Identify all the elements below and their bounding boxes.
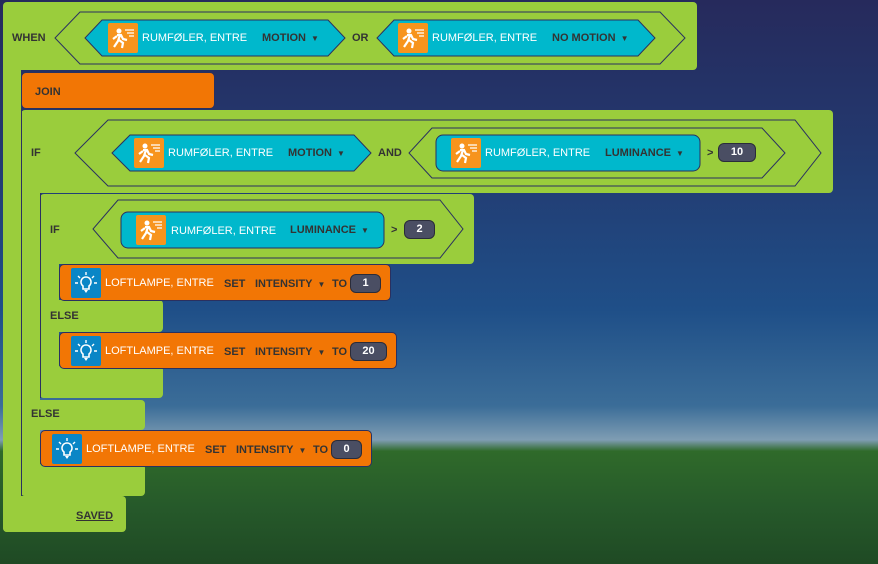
lightbulb-icon	[52, 434, 82, 464]
caret-down-icon: ▼	[317, 348, 326, 357]
join-label: JOIN	[35, 86, 61, 98]
intensity-dropdown[interactable]: INTENSITY ▼	[255, 278, 325, 290]
property-label: LUMINANCE	[605, 147, 671, 159]
intensity-value-input[interactable]: 1	[350, 274, 381, 293]
luminance-value-input[interactable]: 10	[718, 143, 756, 162]
if-condition-outline	[74, 119, 822, 187]
saved-status-link[interactable]: SAVED	[76, 510, 114, 522]
property-label: MOTION	[262, 32, 306, 44]
caret-down-icon: ▼	[337, 149, 345, 158]
or-label: OR	[352, 32, 369, 44]
if-condition-2-property-dropdown[interactable]: LUMINANCE ▼	[605, 147, 684, 159]
to-label: TO	[313, 444, 329, 456]
when-condition-2-pill	[376, 19, 656, 57]
divider	[40, 193, 41, 398]
caret-down-icon: ▼	[361, 226, 369, 235]
if-label: IF	[31, 147, 41, 159]
property-label: NO MOTION	[552, 32, 616, 44]
when-block-footer	[3, 496, 126, 532]
and-label: AND	[378, 147, 402, 159]
operator-label: >	[391, 224, 398, 236]
lightbulb-icon	[71, 268, 101, 298]
property-label: INTENSITY	[255, 346, 313, 358]
operator-label: >	[707, 147, 714, 159]
if-condition-1-device: RUMFØLER, ENTRE	[168, 147, 274, 159]
inner-else-label: ELSE	[50, 310, 79, 322]
when-condition-outline	[54, 11, 686, 65]
set-label: SET	[224, 278, 246, 290]
property-label: LUMINANCE	[290, 224, 356, 236]
intensity-dropdown[interactable]: INTENSITY ▼	[236, 444, 306, 456]
else-block	[21, 400, 145, 430]
set-label: SET	[205, 444, 227, 456]
intensity-value-input[interactable]: 0	[331, 440, 362, 459]
luminance-value-input[interactable]: 2	[404, 220, 435, 239]
set-intensity-action[interactable]	[59, 332, 397, 369]
inner-if-label: IF	[50, 224, 60, 236]
property-label: MOTION	[288, 147, 332, 159]
action-device: LOFTLAMPE, ENTRE	[105, 345, 214, 357]
inner-if-condition-pill	[120, 211, 385, 249]
inner-if-condition-property-dropdown[interactable]: LUMINANCE ▼	[290, 224, 369, 236]
property-label: INTENSITY	[255, 278, 313, 290]
lightbulb-icon	[71, 336, 101, 366]
caret-down-icon: ▼	[676, 149, 684, 158]
motion-sensor-icon	[398, 23, 428, 53]
to-label: TO	[332, 346, 348, 358]
caret-down-icon: ▼	[311, 34, 319, 43]
caret-down-icon: ▼	[317, 280, 326, 289]
inner-else-block	[40, 300, 163, 332]
if-condition-2-device: RUMFØLER, ENTRE	[485, 147, 591, 159]
join-block[interactable]	[21, 72, 215, 109]
set-label: SET	[224, 346, 246, 358]
set-intensity-action[interactable]	[40, 430, 372, 467]
else-label: ELSE	[31, 408, 60, 420]
motion-sensor-icon	[451, 138, 481, 168]
property-label: INTENSITY	[236, 444, 294, 456]
action-device: LOFTLAMPE, ENTRE	[86, 443, 195, 455]
caret-down-icon: ▼	[620, 34, 629, 43]
when-block-column	[3, 60, 21, 532]
if-block-footer	[21, 464, 145, 496]
if-condition-1-pill	[111, 134, 372, 172]
intensity-dropdown[interactable]: INTENSITY ▼	[255, 346, 325, 358]
if-condition-2-outline	[408, 127, 786, 179]
divider	[21, 108, 22, 496]
set-intensity-action[interactable]	[59, 264, 391, 301]
when-condition-1-pill	[84, 19, 346, 57]
inner-if-condition-device: RUMFØLER, ENTRE	[171, 225, 277, 237]
when-condition-1-device: RUMFØLER, ENTRE	[142, 32, 248, 44]
action-device: LOFTLAMPE, ENTRE	[105, 277, 214, 289]
if-condition-2-pill	[435, 134, 701, 172]
motion-sensor-icon	[108, 23, 138, 53]
when-condition-2-property-dropdown[interactable]: NO MOTION ▼	[552, 32, 628, 44]
inner-if-footer	[40, 366, 163, 398]
caret-down-icon: ▼	[298, 446, 307, 455]
motion-sensor-icon	[136, 215, 166, 245]
intensity-value-input[interactable]: 20	[350, 342, 387, 361]
when-condition-2-device: RUMFØLER, ENTRE	[432, 32, 538, 44]
to-label: TO	[332, 278, 348, 290]
if-condition-1-property-dropdown[interactable]: MOTION ▼	[288, 147, 345, 159]
inner-if-condition-outline	[92, 199, 464, 259]
when-condition-1-property-dropdown[interactable]: MOTION ▼	[262, 32, 319, 44]
motion-sensor-icon	[134, 138, 164, 168]
when-label: WHEN	[12, 32, 46, 44]
